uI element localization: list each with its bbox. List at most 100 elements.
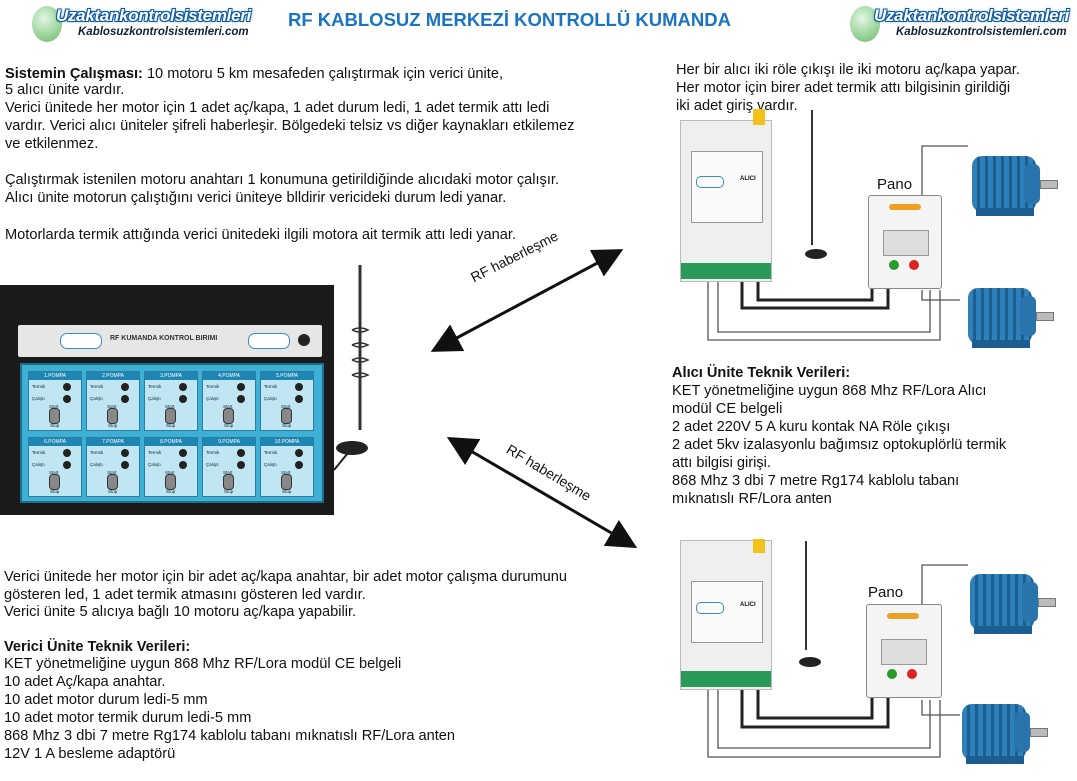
rx-spec-line: 2 adet 220V 5 A kuru kontak NA Röle çıkı… (672, 419, 951, 435)
start-label: Start (107, 404, 117, 409)
rx-spec-line: 868 Mhz 3 dbi 7 metre Rg174 kablolu taba… (672, 473, 960, 489)
calisti-label: Çalıştı (264, 462, 277, 467)
breaker (883, 230, 929, 256)
toggle-switch[interactable] (107, 408, 118, 424)
rx-spec-line: 2 adet 5kv izalasyonlu bağımsız optokupl… (672, 437, 1007, 453)
termik-label: Termik (264, 384, 278, 389)
termik-label: Termik (264, 450, 278, 455)
calisti-led (121, 461, 129, 469)
calisti-label: Çalıştı (264, 396, 277, 401)
rx-specs-heading: Alıcı Ünite Teknik Verileri: (672, 365, 851, 381)
pilot-lights (887, 613, 919, 619)
terminal-block (681, 671, 771, 687)
intro-line: 5 alıcı ünite vardır. (5, 82, 125, 98)
intro-para2-line: Alıcı ünite motorun çalıştığını verici ü… (5, 190, 507, 206)
logo-line1: Uzaktankontrolsistemleri (56, 6, 251, 25)
tx-spec-line: KET yönetmeliğine uygun 868 Mhz RF/Lora … (4, 656, 402, 672)
termik-label: Termik (206, 450, 220, 455)
calisti-led (179, 461, 187, 469)
power-jack-icon (298, 334, 310, 346)
pump-label: 9.POMPA (203, 438, 255, 446)
termik-led (237, 449, 245, 457)
stop-label: Stop (166, 423, 176, 428)
receiver-info-line: iki adet giriş vardır. (676, 98, 798, 114)
intro-heading-tail: 10 motoru 5 km mesafeden çalıştırmak içi… (142, 66, 504, 82)
receiver-unit-1: ALICI (680, 109, 772, 282)
tx-spec-line: 12V 1 A besleme adaptörü (4, 746, 176, 762)
brand-badge (248, 333, 290, 349)
termik-label: Termik (148, 450, 162, 455)
calisti-led (63, 395, 71, 403)
tx-desc-line: gösteren led, 1 adet termik atmasını gös… (4, 587, 366, 603)
receiver-unit-2: ALICI (680, 539, 772, 690)
toggle-switch[interactable] (107, 474, 118, 490)
calisti-label: Çalıştı (32, 462, 45, 467)
pump-label: 1.POMPA (29, 372, 81, 380)
start-label: Start (223, 470, 233, 475)
tx-specs-heading: Verici Ünite Teknik Verileri: (4, 639, 191, 655)
termik-label: Termik (32, 384, 46, 389)
receiver-info-line: Her motor için birer adet termik attı bi… (676, 80, 1011, 96)
toggle-switch[interactable] (223, 474, 234, 490)
receiver-label-area: ALICI (691, 151, 763, 223)
start-label: Start (165, 404, 175, 409)
calisti-label: Çalıştı (90, 462, 103, 467)
pump-label: 4.POMPA (203, 372, 255, 380)
intro-heading: Sistemin Çalışması: (5, 66, 143, 82)
pump-label: 3.POMPA (145, 372, 197, 380)
motor-icon (958, 282, 1054, 350)
pano-box-2 (866, 604, 942, 698)
termik-label: Termik (90, 450, 104, 455)
intro-line: ve etkilenmez. (5, 136, 99, 152)
breaker (881, 639, 927, 665)
logo-line2: Kablosuzkontrolsistemleri.com (78, 26, 249, 38)
start-label: Start (281, 404, 291, 409)
calisti-led (63, 461, 71, 469)
stop-label: Stop (224, 489, 234, 494)
brand-badge (60, 333, 102, 349)
brand-badge (696, 176, 724, 188)
logo-line1: Uzaktankontrolsistemleri (874, 6, 1069, 25)
toggle-switch[interactable] (165, 408, 176, 424)
motor-icon (952, 698, 1048, 766)
termik-led (179, 449, 187, 457)
intro-first-line: Sistemin Çalışması: 10 motoru 5 km mesaf… (5, 65, 503, 83)
pump-label: 5.POMPA (261, 372, 313, 380)
toggle-switch[interactable] (281, 408, 292, 424)
brand-badge (696, 602, 724, 614)
rx-spec-line: modül CE belgeli (672, 401, 783, 417)
toggle-switch[interactable] (223, 408, 234, 424)
motor-icon (960, 568, 1056, 636)
termik-label: Termik (90, 384, 104, 389)
pano-label-2: Pano (868, 584, 904, 601)
tx-desc-line: Verici ünite 5 alıcıya bağlı 10 motoru a… (4, 604, 357, 620)
toggle-switch[interactable] (165, 474, 176, 490)
stop-label: Stop (50, 489, 60, 494)
tx-spec-line: 868 Mhz 3 dbi 7 metre Rg174 kablolu taba… (4, 728, 456, 744)
start-label: Start (107, 470, 117, 475)
intro-para3: Motorlarda termik attığında verici ünite… (5, 227, 516, 243)
brand-logo-right: Uzaktankontrolsistemleri Kablosuzkontrol… (846, 4, 1072, 48)
calisti-led (295, 461, 303, 469)
start-label: Start (281, 470, 291, 475)
stop-label: Stop (50, 423, 60, 428)
tx-spec-line: 10 adet motor durum ledi-5 mm (4, 692, 208, 708)
pilot-lights (889, 204, 921, 210)
receiver-label-area: ALICI (691, 581, 763, 643)
start-label: Start (49, 404, 59, 409)
pump-label: 7.POMPA (87, 438, 139, 446)
intro-line: Verici ünitede her motor için 1 adet aç/… (5, 100, 550, 116)
toggle-switch[interactable] (49, 408, 60, 424)
calisti-label: Çalıştı (90, 396, 103, 401)
stop-label: Stop (224, 423, 234, 428)
status-indicator (753, 539, 765, 553)
toggle-switch[interactable] (49, 474, 60, 490)
intro-line: vardır. Verici alıcı üniteler şifreli ha… (5, 118, 575, 134)
toggle-switch[interactable] (281, 474, 292, 490)
termik-label: Termik (32, 450, 46, 455)
